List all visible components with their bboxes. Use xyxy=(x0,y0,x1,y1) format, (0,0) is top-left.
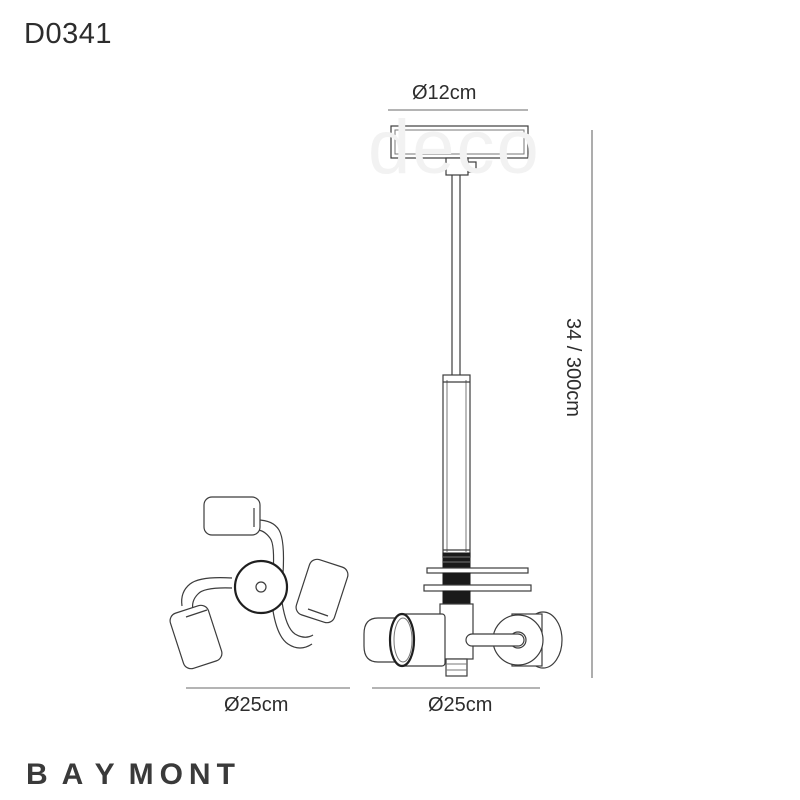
dimension-label-ceiling-plate: Ø12cm xyxy=(412,82,477,104)
suspension-rod xyxy=(451,175,461,378)
bottom-finial xyxy=(445,658,468,677)
dimension-label-elevation-diameter: Ø25cm xyxy=(428,694,493,716)
brand-logo: BAYMONT xyxy=(26,758,241,792)
product-code: D0341 xyxy=(24,18,112,50)
spotlight-left-elevation xyxy=(363,612,446,668)
plan-hub xyxy=(233,559,289,615)
ceiling-connector xyxy=(445,157,477,176)
dimension-label-plan-diameter: Ø25cm xyxy=(224,694,289,716)
flange-lower xyxy=(423,584,532,592)
plan-arm-lower-left xyxy=(169,577,233,670)
elevation-view xyxy=(363,125,563,677)
plan-arm-lower-right xyxy=(271,558,349,649)
threaded-collar-lower xyxy=(442,590,471,605)
threaded-collar-middle xyxy=(442,572,471,586)
arm-right-elevation xyxy=(465,633,525,647)
brand-logo-part-two: MONT xyxy=(128,758,241,791)
body-tube xyxy=(442,374,471,558)
threaded-collar-upper xyxy=(442,552,471,568)
brand-logo-part-one: BAY xyxy=(26,758,129,791)
flange-upper xyxy=(426,567,529,574)
dimension-label-drop-height: 34 / 300cm xyxy=(562,318,584,417)
plan-arm-upper-left xyxy=(203,496,285,575)
ceiling-plate xyxy=(390,125,529,159)
plan-view xyxy=(169,496,349,670)
